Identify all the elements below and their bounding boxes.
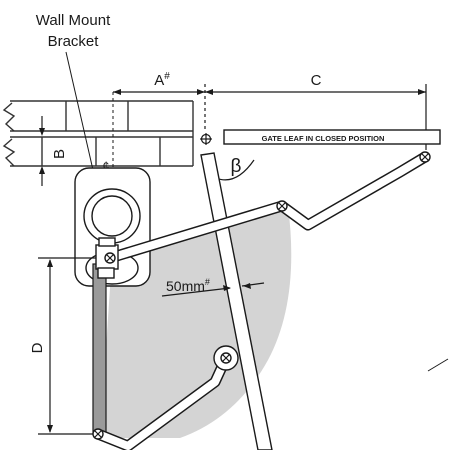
wall-brickwork bbox=[2, 100, 194, 167]
dimension-c-label: C bbox=[311, 72, 322, 89]
clearance-dimension bbox=[161, 282, 265, 297]
pivot-elbow-open-icon bbox=[92, 428, 104, 440]
motor-housing-inner bbox=[91, 195, 133, 237]
clearance-label: 50mm# bbox=[166, 277, 210, 294]
center-mark: ¢ bbox=[103, 159, 110, 173]
pivot-elbow-closed-icon bbox=[276, 200, 288, 212]
dimension-a bbox=[113, 84, 206, 132]
edge-tick bbox=[427, 358, 449, 372]
straight-arm-fill bbox=[106, 202, 286, 262]
pivot-gate-closed-icon bbox=[419, 151, 431, 163]
dimension-d bbox=[38, 257, 102, 435]
bracket-label-line2: Bracket bbox=[48, 33, 100, 50]
wall-break-mark-lower bbox=[2, 138, 16, 167]
pivot-gate-open-icon bbox=[220, 352, 232, 364]
dimension-b-label: B bbox=[51, 149, 68, 159]
gate-leaf-label: GATE LEAF IN CLOSED POSITION bbox=[262, 134, 385, 143]
dimension-d-label: D bbox=[29, 342, 46, 353]
curved-arm-open-fill bbox=[94, 354, 230, 450]
dimension-b bbox=[39, 116, 45, 186]
wall-break-mark-upper bbox=[2, 102, 16, 132]
straight-arm-open bbox=[92, 263, 107, 435]
bracket-leader-line bbox=[65, 51, 94, 171]
bracket-label-line1: Wall Mount bbox=[36, 12, 111, 29]
curved-arm-closed-fill bbox=[278, 153, 429, 229]
angle-beta-label: β bbox=[231, 156, 242, 177]
pivot-motor-icon bbox=[104, 252, 116, 264]
gate-leaf-closed bbox=[223, 129, 441, 145]
hinge-pivot-icon bbox=[200, 133, 212, 145]
dimension-a-label: A# bbox=[154, 71, 170, 89]
